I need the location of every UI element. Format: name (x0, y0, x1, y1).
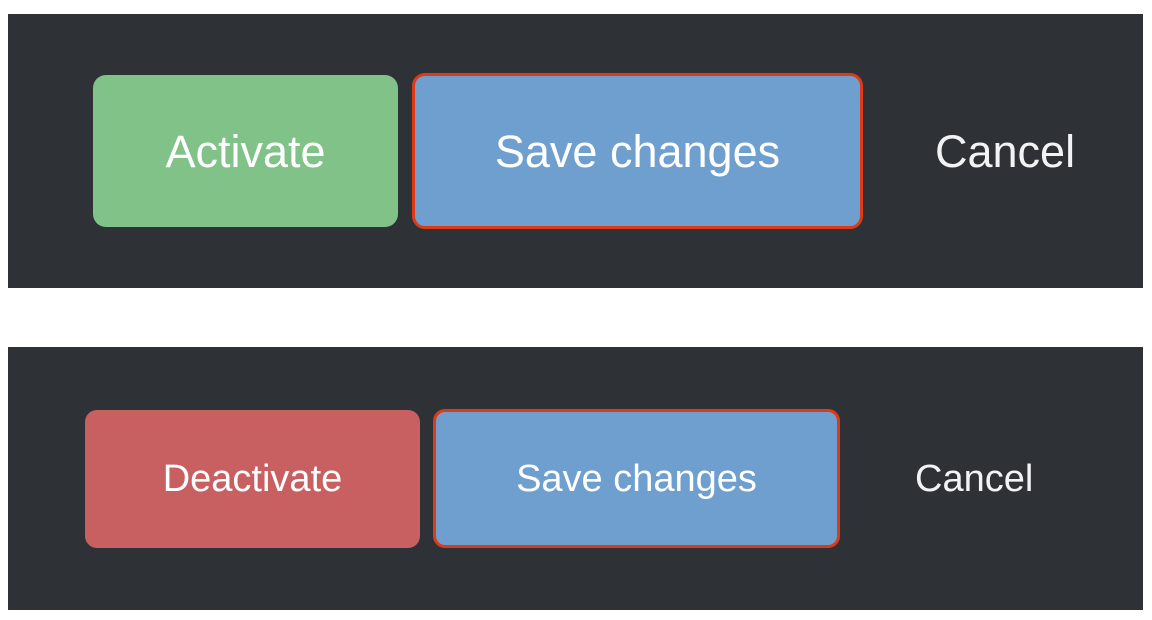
save-changes-button[interactable]: Save changes (412, 73, 863, 229)
activate-state-panel: Activate Save changes Cancel (8, 14, 1143, 288)
deactivate-state-panel: Deactivate Save changes Cancel (8, 347, 1143, 610)
save-changes-button[interactable]: Save changes (433, 409, 840, 548)
cancel-button[interactable]: Cancel (915, 457, 1034, 500)
activate-button-row: Activate Save changes Cancel (93, 14, 1075, 288)
deactivate-button-row: Deactivate Save changes Cancel (85, 347, 1033, 610)
cancel-button[interactable]: Cancel (935, 125, 1076, 177)
deactivate-button[interactable]: Deactivate (85, 409, 420, 548)
activate-button[interactable]: Activate (93, 75, 398, 227)
